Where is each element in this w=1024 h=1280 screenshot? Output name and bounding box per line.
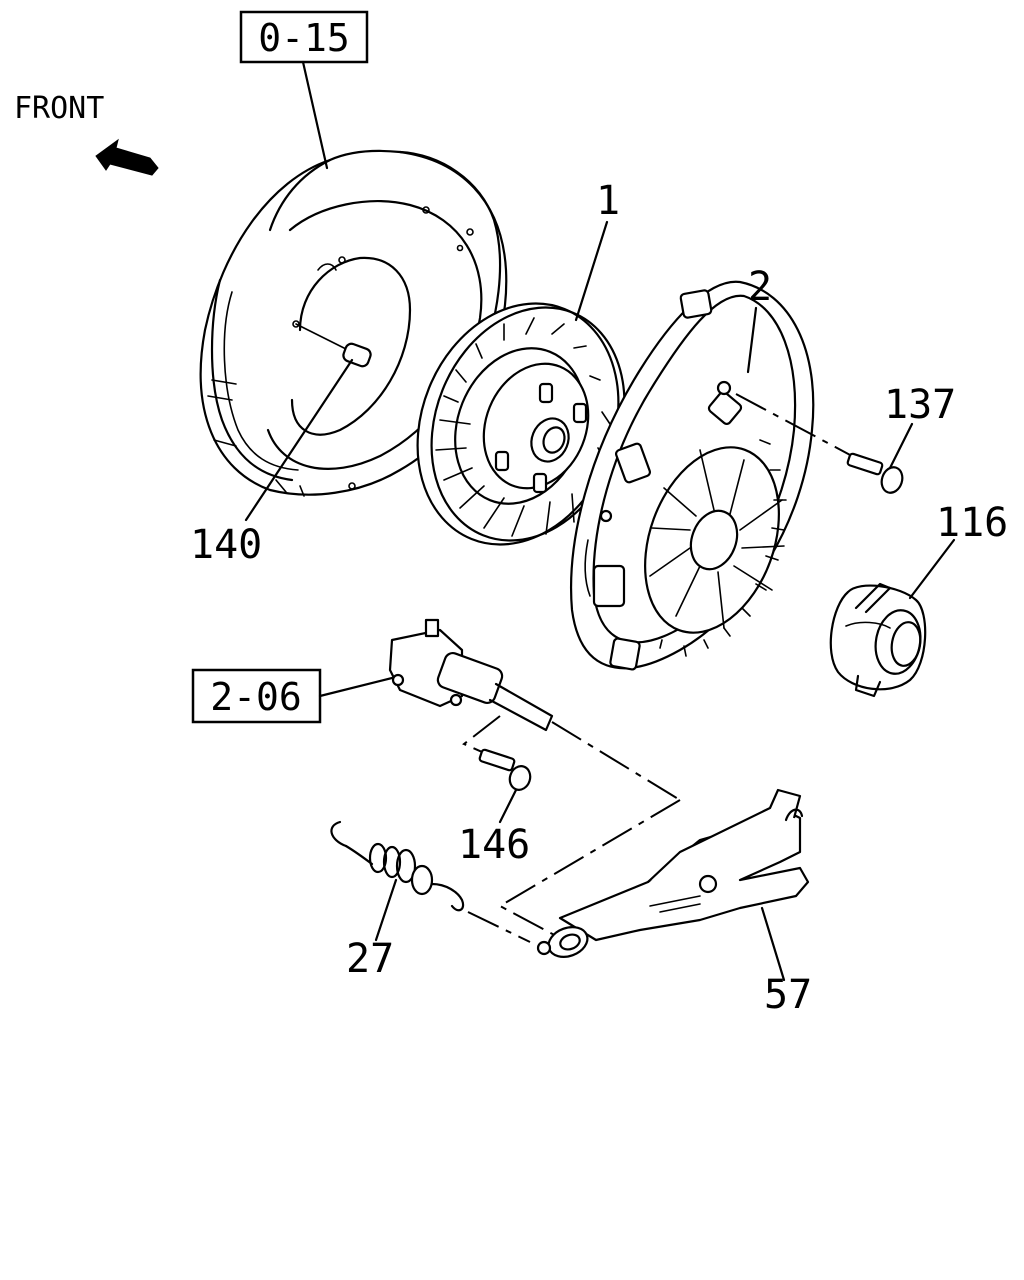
leader-line [574, 220, 609, 322]
callout-2: 2 [748, 264, 772, 310]
reference-box-2-06[interactable]: 2-06 [191, 668, 322, 724]
leader-line [908, 538, 956, 600]
reference-box-label: 2-06 [210, 675, 302, 719]
release-fork-part [536, 788, 810, 958]
bolt-137-part [735, 393, 904, 494]
callout-137: 137 [884, 382, 956, 428]
pressure-plate-part [570, 280, 815, 671]
callout-146: 146 [458, 822, 530, 868]
callout-116: 116 [936, 500, 1008, 546]
front-indicator: FRONT [14, 91, 159, 176]
callout-57: 57 [764, 972, 812, 1018]
pilot-pin-part [295, 323, 372, 368]
reference-box-label: 0-15 [258, 16, 350, 60]
leader-line [888, 422, 914, 470]
callout-140: 140 [190, 522, 262, 568]
arrow-left-icon [95, 138, 159, 176]
leader-line [760, 906, 786, 982]
slave-cylinder-part [388, 618, 681, 939]
leader-line [318, 674, 402, 698]
guide-line [467, 911, 531, 943]
release-bearing-part [829, 582, 927, 698]
bolt-146-part [478, 748, 532, 791]
leader-line [374, 878, 398, 942]
return-spring-part [330, 820, 465, 912]
leader-line [244, 358, 354, 522]
callout-27: 27 [346, 936, 394, 982]
reference-box-0-15[interactable]: 0-15 [239, 10, 369, 64]
clutch-disc-part [416, 302, 626, 546]
callout-1: 1 [596, 178, 620, 224]
leader-line [301, 60, 329, 170]
leader-line [746, 306, 758, 374]
front-label: FRONT [14, 91, 104, 126]
leader-line [498, 788, 518, 824]
